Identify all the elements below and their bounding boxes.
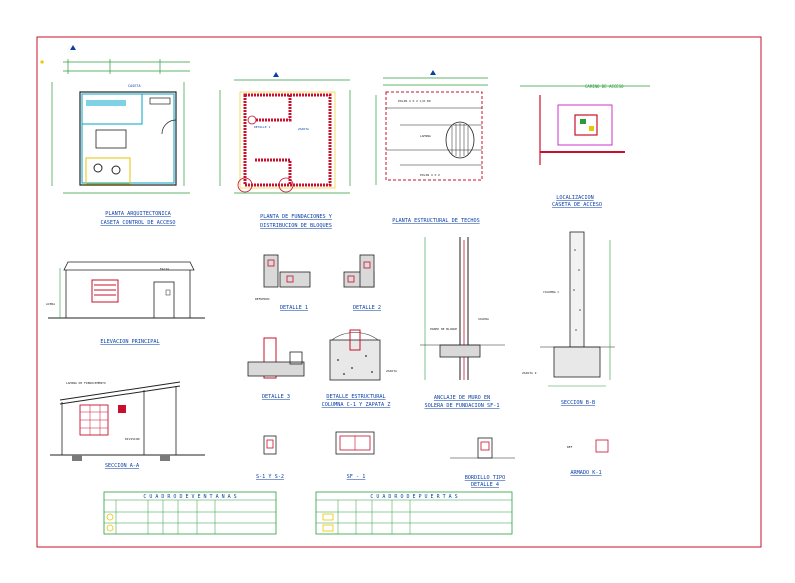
zapata-label: ZAPATA Z	[522, 371, 537, 375]
sf1-title: SF - 1	[347, 474, 366, 480]
svg-text:LAMINA: LAMINA	[420, 134, 431, 138]
architectural-plan: CASETA ✱ PLANTA ARQUITECTONICA CASETA CO…	[40, 45, 190, 226]
front-elevation: ACERA FACIA ELEVACION PRINCIPAL	[46, 261, 205, 345]
section-bb-title: SECCION B-B	[561, 400, 595, 406]
structural-detail-title: DETALLE ESTRUCTURAL	[326, 394, 385, 400]
detail-3: DETALLE 3	[247, 337, 305, 400]
detail-2-title: DETALLE 2	[353, 305, 381, 311]
armado-k1-detail: REF ARMADO K-1	[567, 439, 609, 476]
curb-detail: BORDILLO TIPO DETALLE 4	[450, 437, 515, 488]
arch-plan-title: PLANTA ARQUITECTONICA	[105, 211, 171, 217]
wall-anchor-detail: PARED DE BLOQUE SOLERA ANCLAJE DE MURO E…	[420, 237, 505, 409]
armado-title: ARMADO K-1	[570, 470, 601, 476]
s1-s2-title: S-1 Y S-2	[256, 474, 284, 480]
svg-text:SOLERA: SOLERA	[478, 317, 489, 321]
s1-s2-detail: S-1 Y S-2	[256, 435, 284, 480]
roof-plan-title: PLANTA ESTRUCTURAL DE TECHOS	[392, 218, 479, 224]
arch-plan-subtitle: CASETA CONTROL DE ACCESO	[101, 220, 176, 226]
roof-plan: POLIN 4 X 2 C/0.80 LAMINA POLIN 4 X 2 PL…	[375, 70, 488, 224]
svg-text:✱: ✱	[40, 58, 45, 66]
location-plan: CAMINO DE ACCESO LOCALIZACION CASETA DE …	[520, 84, 650, 208]
window-schedule: C U A D R O D E V E N T A N A S	[103, 491, 277, 535]
svg-text:PARED DE BLOQUE: PARED DE BLOQUE	[430, 327, 457, 331]
curb-subtitle: DETALLE 4	[471, 482, 499, 488]
svg-text:POLIN 4 X 2 C/0.80: POLIN 4 X 2 C/0.80	[398, 99, 431, 103]
svg-text:REF: REF	[567, 445, 573, 449]
curb-title: BORDILLO TIPO	[465, 475, 506, 481]
structural-detail-subtitle: COLUMNA C-1 Y ZAPATA Z	[322, 402, 391, 408]
foundation-plan-title: PLANTA DE FUNDACIONES Y	[260, 214, 333, 220]
svg-text:ZAPATA: ZAPATA	[386, 369, 397, 373]
section-aa: LAMINA DE FIBROCEMENTO DIVISION SECCION …	[50, 381, 205, 469]
sf1-detail: SF - 1	[335, 431, 375, 480]
svg-text:ACERA: ACERA	[46, 302, 55, 306]
svg-text:FACIA: FACIA	[160, 267, 169, 271]
detail-1-title: DETALLE 1	[280, 305, 308, 311]
section-bb: COLUMNA C ZAPATA Z SECCION B-B	[522, 231, 615, 406]
access-road-label: CAMINO DE ACCESO	[585, 84, 624, 89]
svg-text:REFUERZO: REFUERZO	[255, 297, 270, 301]
window-schedule-title: C U A D R O D E V E N T A N A S	[143, 494, 236, 500]
detail-1: REFUERZO DETALLE 1	[255, 254, 311, 311]
svg-text:DETALLE 1: DETALLE 1	[254, 125, 270, 129]
wall-anchor-title: ANCLAJE DE MURO EN	[434, 395, 490, 401]
svg-text:ZAPATA: ZAPATA	[298, 127, 309, 131]
svg-text:POLIN 4 X 2: POLIN 4 X 2	[420, 173, 440, 177]
location-title: LOCALIZACION	[556, 195, 593, 201]
sheet-border	[36, 36, 762, 548]
door-schedule-title: C U A D R O D E P U E R T A S	[370, 494, 457, 500]
svg-text:LAMINA DE FIBROCEMENTO: LAMINA DE FIBROCEMENTO	[66, 381, 106, 385]
structural-detail: ZAPATA DETALLE ESTRUCTURAL COLUMNA C-1 Y…	[322, 329, 397, 408]
columna-label: COLUMNA C	[543, 290, 559, 294]
foundations-plan: DETALLE 1 ZAPATA PLANTA DE FUNDACIONES Y…	[219, 72, 351, 229]
location-subtitle: CASETA DE ACCESO	[552, 202, 602, 208]
section-aa-title: SECCION A-A	[105, 463, 140, 469]
detail-2: DETALLE 2	[343, 254, 381, 311]
detail-3-title: DETALLE 3	[262, 394, 290, 400]
foundation-plan-subtitle: DISTRIBUCION DE BLOQUES	[260, 223, 332, 229]
wall-anchor-subtitle: SOLERA DE FUNDACION SF-1	[425, 403, 500, 409]
door-schedule: C U A D R O D E P U E R T A S	[315, 491, 513, 535]
svg-text:DIVISION: DIVISION	[125, 437, 140, 441]
svg-text:CASETA: CASETA	[128, 84, 142, 88]
elevation-title: ELEVACION PRINCIPAL	[100, 339, 159, 345]
